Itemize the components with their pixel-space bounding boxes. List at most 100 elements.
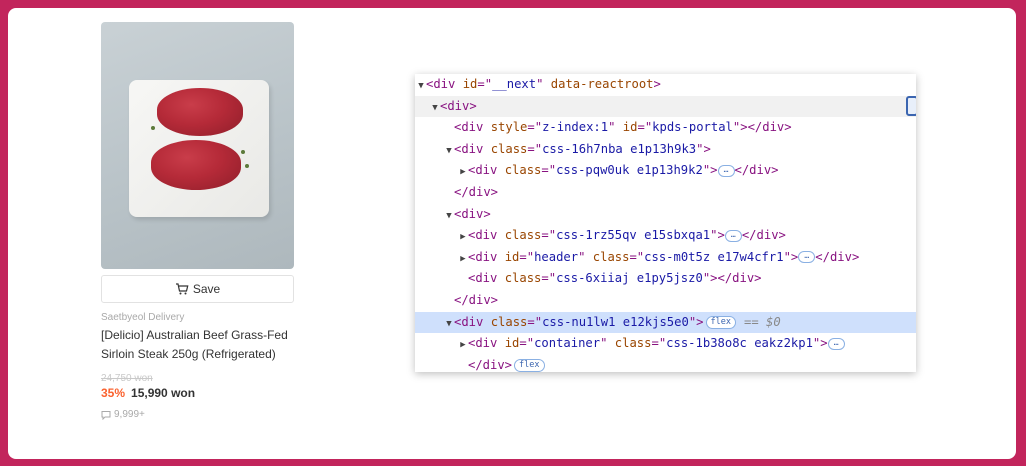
tag-text: <div — [468, 228, 505, 243]
expand-triangle-open-icon[interactable]: ▼ — [446, 210, 452, 221]
attribute-name: data-reactroot — [550, 77, 654, 91]
tag-text: " — [608, 120, 623, 135]
flex-badge[interactable]: flex — [705, 315, 736, 329]
dom-node-line[interactable]: ▶<div id="header" class="css-m0t5z e17w4… — [415, 247, 916, 269]
steak-bottom — [151, 140, 241, 190]
scroll-to-node-icon[interactable] — [906, 96, 916, 116]
tag-text: =" — [527, 120, 543, 135]
tag-text: " — [600, 336, 615, 351]
tag-text: "> — [688, 314, 704, 329]
tag-text: </div> — [815, 249, 860, 264]
review-count: 9,999+ — [101, 409, 294, 420]
tag-text: <div — [468, 336, 505, 351]
attribute-name: id — [462, 77, 478, 91]
cart-icon — [175, 283, 189, 295]
save-button[interactable]: Save — [101, 275, 294, 303]
attribute-name: id — [622, 120, 638, 135]
attribute-name: class — [614, 336, 652, 351]
dom-node-line[interactable]: ▼<div class="css-16h7nba e1p13h9k3"> — [415, 139, 916, 161]
tag-text: </div> — [454, 184, 499, 199]
expand-ellipsis-button[interactable]: … — [798, 251, 816, 264]
tag-text: <div> — [440, 98, 477, 113]
tag-text: </div> — [734, 163, 779, 178]
expand-triangle-open-icon[interactable]: ▼ — [446, 318, 452, 329]
tag-text: </div> — [741, 228, 786, 243]
dom-node-line[interactable]: ▶<div class="css-1rz55qv e15sbxqa1">…</d… — [415, 225, 916, 247]
tag-text: =" — [519, 249, 535, 264]
review-count-value: 9,999+ — [114, 409, 145, 420]
dom-tree[interactable]: ▼<div id="__next" data-reactroot>▼<div><… — [415, 74, 916, 372]
expand-ellipsis-button[interactable]: … — [827, 337, 845, 350]
product-title[interactable]: [Delicio] Australian Beef Grass-Fed Sirl… — [101, 328, 288, 361]
tag-text: "> — [702, 163, 718, 178]
attribute-name: id — [504, 249, 520, 264]
steak-top — [157, 88, 243, 136]
attribute-value: css-16h7nba e1p13h9k3 — [542, 141, 697, 156]
tag-text: </div> — [454, 292, 499, 307]
attribute-value: css-6xiiaj e1py5jsz0 — [556, 271, 703, 286]
expand-triangle-closed-icon[interactable]: ▶ — [460, 167, 466, 178]
tag-text: =" — [519, 336, 535, 351]
tag-text: <div> — [454, 206, 491, 221]
tag-text: =" — [527, 141, 543, 156]
original-price: 24,750 won — [101, 373, 153, 384]
dom-node-line[interactable]: ▼<div class="css-nu1lw1 e12kjs5e0">flex=… — [415, 311, 916, 334]
attribute-name: class — [504, 271, 542, 286]
attribute-name: style — [490, 120, 528, 135]
tag-text: =" — [651, 336, 667, 351]
tag-text: > — [653, 77, 661, 91]
tag-text: =" — [527, 314, 543, 329]
price-row: 35% 15,990 won — [101, 386, 294, 400]
attribute-value: __next — [492, 77, 537, 91]
expand-ellipsis-button[interactable]: … — [724, 229, 742, 242]
dom-node-line[interactable]: ▼<div> — [415, 95, 916, 118]
dom-node-line[interactable]: </div>flex — [415, 355, 916, 372]
expand-triangle-closed-icon[interactable]: ▶ — [460, 253, 466, 264]
tag-text: <div — [454, 314, 491, 329]
dom-node-line[interactable]: </div> — [415, 182, 916, 204]
tag-text: "> — [696, 141, 711, 156]
discount-rate: 35% — [101, 386, 126, 400]
attribute-value: css-nu1lw1 e12kjs5e0 — [542, 314, 689, 329]
tag-text: "></div> — [702, 271, 762, 286]
expand-triangle-open-icon[interactable]: ▼ — [432, 102, 438, 113]
dom-node-line[interactable]: <div style="z-index:1" id="kpds-portal">… — [415, 117, 916, 139]
expand-triangle-open-icon[interactable]: ▼ — [418, 81, 424, 91]
dom-node-line[interactable]: ▼<div id="__next" data-reactroot> — [415, 74, 916, 96]
flex-badge[interactable]: flex — [514, 358, 545, 372]
attribute-value: css-1b38o8c eakz2kp1 — [666, 336, 813, 351]
tag-text: <div — [468, 271, 505, 286]
tag-text: "> — [812, 336, 828, 351]
sale-price: 15,990 won — [131, 386, 196, 400]
tag-text: "> — [783, 249, 799, 264]
expand-triangle-closed-icon[interactable]: ▶ — [460, 232, 466, 243]
comment-icon — [101, 410, 111, 420]
tag-text: =" — [541, 163, 557, 178]
dom-node-line[interactable]: ▶<div class="css-pqw0uk e1p13h9k2">…</di… — [415, 160, 916, 182]
product-card[interactable]: Save Saetbyeol Delivery [Delicio] Austra… — [101, 22, 294, 420]
expand-triangle-open-icon[interactable]: ▼ — [446, 145, 452, 156]
devtools-elements-panel[interactable]: ▼<div id="__next" data-reactroot>▼<div><… — [415, 74, 916, 372]
tag-text: =" — [477, 77, 493, 91]
save-label: Save — [192, 282, 221, 296]
dom-node-line[interactable]: ▶<div id="container" class="css-1b38o8c … — [415, 333, 916, 355]
dom-node-line[interactable]: ▼<div> — [415, 204, 916, 226]
expand-triangle-closed-icon[interactable]: ▶ — [460, 340, 466, 351]
attribute-value: header — [534, 249, 579, 264]
dom-node-line[interactable]: <div class="css-6xiiaj e1py5jsz0"></div> — [415, 268, 916, 290]
attribute-name: class — [490, 314, 528, 329]
product-image[interactable] — [101, 22, 294, 269]
tag-text: " — [536, 77, 551, 91]
tag-text: =" — [541, 271, 557, 286]
tag-text: "> — [710, 228, 725, 243]
tag-text: </div> — [468, 357, 513, 372]
dom-node-line[interactable]: </div> — [415, 290, 916, 312]
tag-text: "></div> — [732, 120, 792, 135]
tag-text: <div — [426, 77, 463, 91]
herb — [241, 150, 245, 154]
tag-text: " — [578, 249, 593, 264]
tag-text: <div — [468, 249, 505, 264]
attribute-name: id — [504, 336, 520, 351]
expand-ellipsis-button[interactable]: … — [717, 164, 735, 177]
tag-text: <div — [454, 120, 491, 135]
